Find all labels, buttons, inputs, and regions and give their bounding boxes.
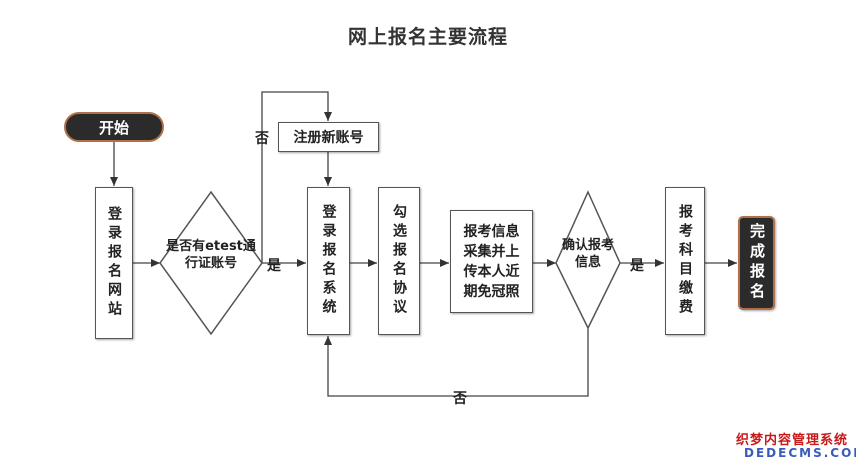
agreement-label: 勾选报名协议 (391, 204, 407, 318)
edge-label-yes-confirm: 是 (630, 258, 644, 274)
watermark-en: DEDECMS.COM (744, 446, 856, 460)
edge-decision-no (261, 91, 332, 263)
pay-label: 报考科目缴费 (677, 204, 693, 318)
page-title: 网上报名主要流程 (347, 26, 508, 48)
done-node: 完成报名 (738, 216, 775, 310)
start-node: 开始 (64, 112, 164, 142)
decision-confirm-info (555, 190, 621, 330)
register-label: 注册新账号 (293, 130, 364, 146)
watermark-cn: 织梦内容管理系统 (736, 433, 849, 448)
edge-confirm-no (324, 328, 589, 397)
edge-label-yes-account: 是 (267, 258, 281, 274)
edge-label-no-account: 否 (255, 131, 269, 147)
login-site-label: 登录报名网站 (106, 206, 122, 320)
login-system-label: 登录报名系统 (320, 204, 337, 318)
register-node: 注册新账号 (278, 122, 379, 152)
decision-has-account-label: 是否有etest通行证账号 (166, 239, 256, 271)
decision-confirm-label: 确认报考信息 (561, 238, 614, 270)
info-node: 报考信息采集并上传本人近期免冠照 (450, 210, 533, 313)
edge-label-no-confirm: 否 (453, 391, 467, 407)
login-system-node: 登录报名系统 (307, 187, 350, 335)
decision-has-account (159, 190, 263, 336)
pay-node: 报考科目缴费 (665, 187, 705, 335)
done-label: 完成报名 (748, 223, 766, 303)
login-site-node: 登录报名网站 (95, 187, 133, 339)
agreement-node: 勾选报名协议 (378, 187, 420, 335)
start-label: 开始 (98, 118, 129, 137)
info-label: 报考信息采集并上传本人近期免冠照 (463, 223, 520, 300)
